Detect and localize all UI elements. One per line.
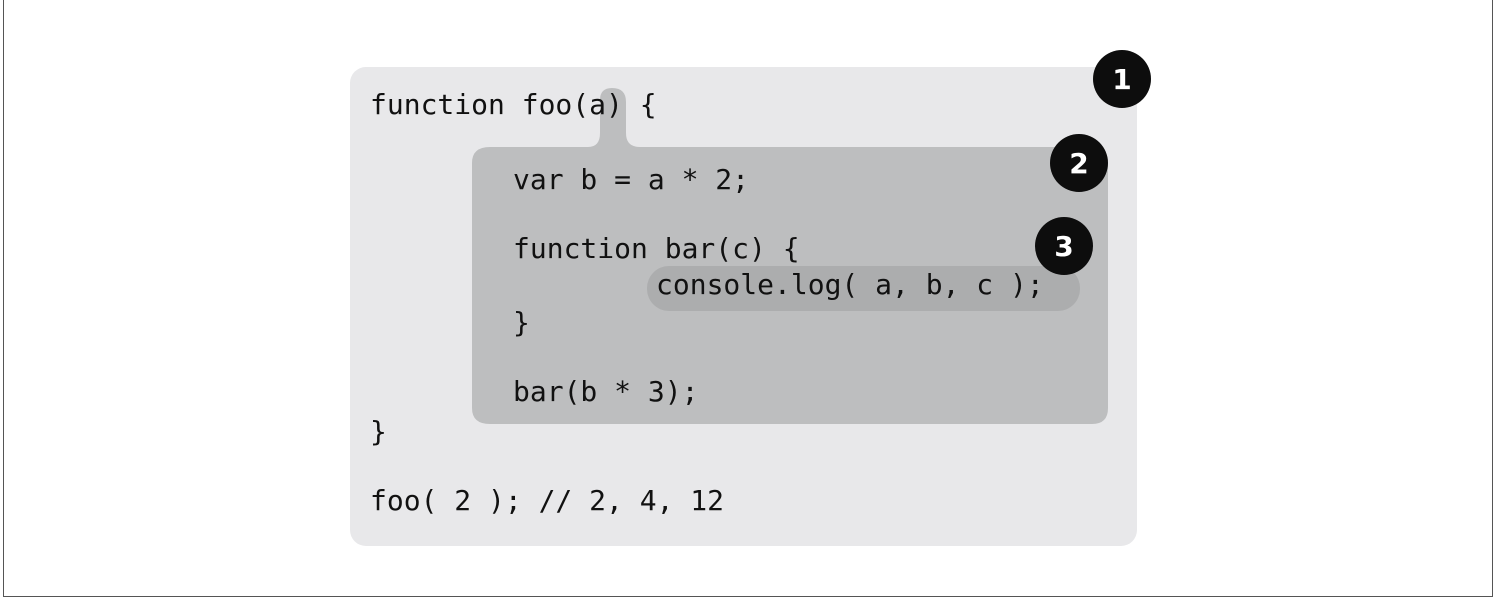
scope-3-badge: 3 xyxy=(1035,217,1093,275)
figure-frame xyxy=(3,0,1493,597)
code-line-5: } xyxy=(513,306,530,339)
code-line-1: function foo(a) { xyxy=(370,88,657,121)
scope-2-bubble xyxy=(472,88,1108,424)
code-line-6: bar(b * 3); xyxy=(513,375,699,408)
code-line-7: } xyxy=(370,415,387,448)
scope-1-badge: 1 xyxy=(1093,50,1151,108)
code-line-2: var b = a * 2; xyxy=(513,163,750,196)
code-line-3: function bar(c) { xyxy=(513,232,800,265)
code-line-8: foo( 2 ); // 2, 4, 12 xyxy=(370,484,725,517)
scope-3-bubble xyxy=(647,266,1080,311)
scope-2-badge: 2 xyxy=(1050,134,1108,192)
code-line-4: console.log( a, b, c ); xyxy=(656,268,1044,301)
